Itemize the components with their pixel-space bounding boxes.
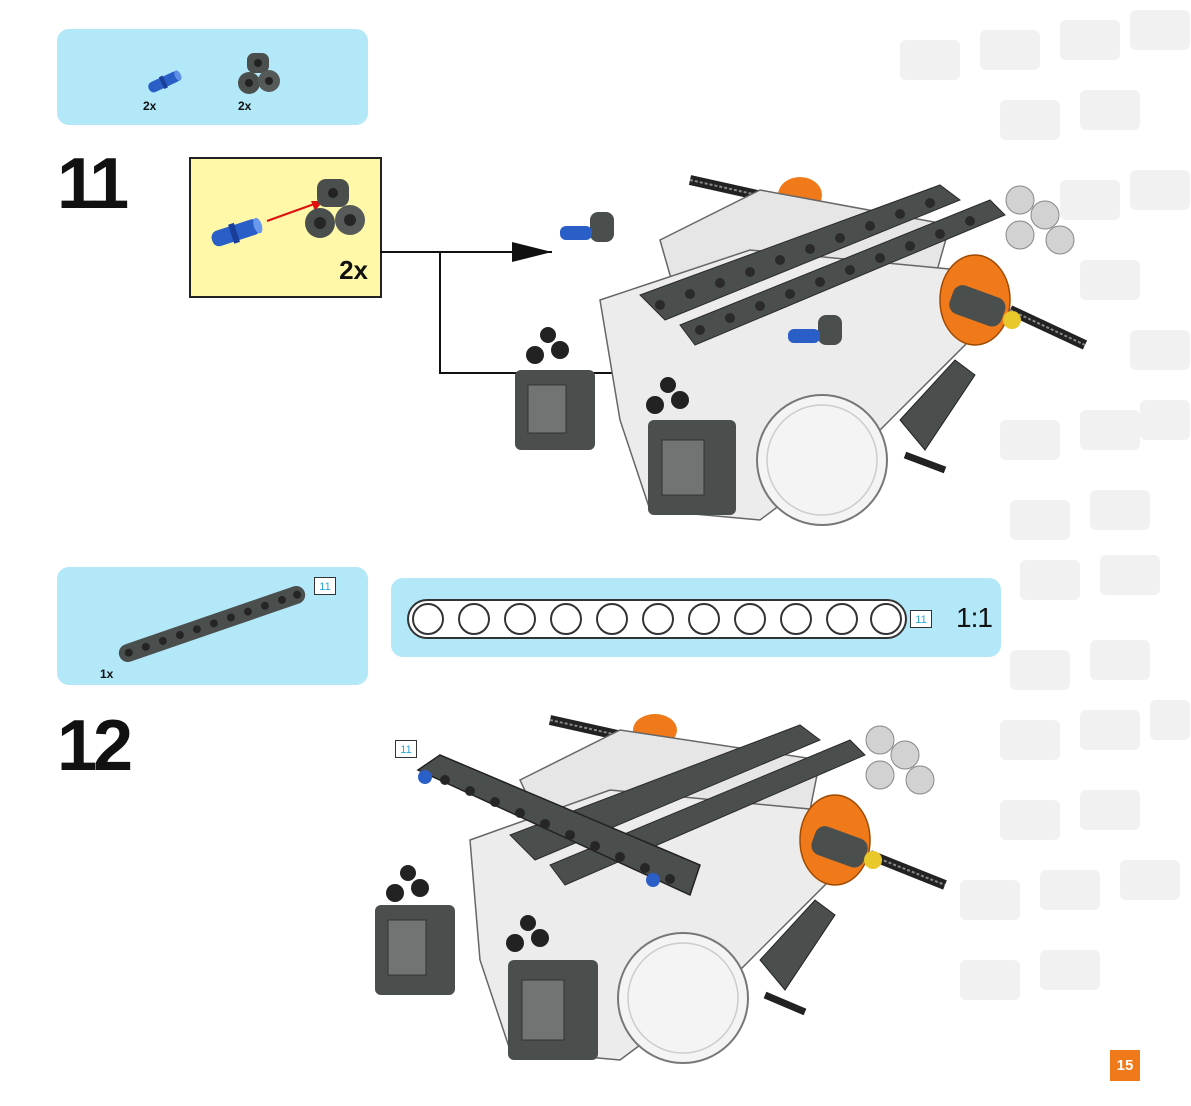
page-number: 15 (1110, 1050, 1140, 1081)
